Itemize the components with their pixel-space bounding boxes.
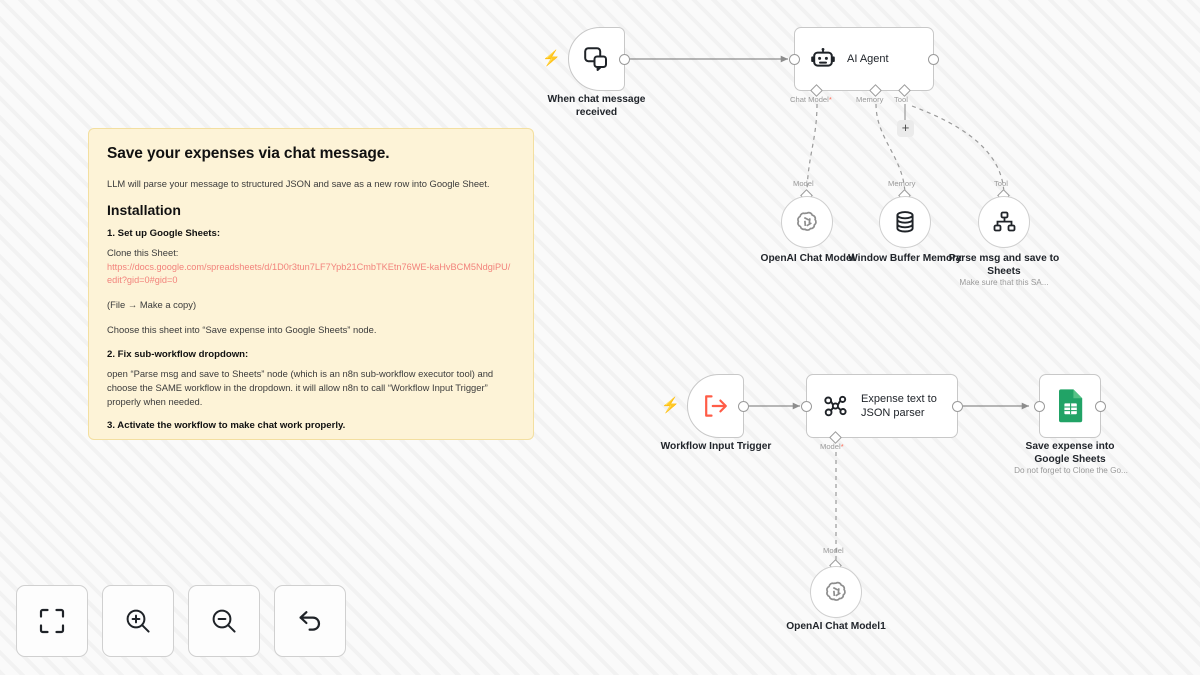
connector-label-tool: Tool <box>894 95 908 104</box>
zoom-out-button[interactable] <box>188 585 260 657</box>
openai-icon <box>824 580 848 604</box>
node-title-expense-text-to-json-parser: Expense text to JSON parser <box>861 392 937 419</box>
reset-zoom-button[interactable] <box>274 585 346 657</box>
node-expense-text-to-json-parser[interactable]: Expense text to JSON parser <box>801 374 963 438</box>
sticky-note-step1-clone: Clone this Sheet: <box>107 247 179 259</box>
node-window-buffer-memory[interactable] <box>879 196 931 248</box>
zoom-out-icon <box>211 608 237 634</box>
openai-icon <box>795 210 819 234</box>
node-when-chat-message-received[interactable] <box>568 27 630 91</box>
node-sublabel-parse-msg-and-save-to-sheets: Make sure that this SA... <box>959 278 1049 287</box>
fit-to-view-icon <box>39 608 65 634</box>
subnode-label-model: Model <box>793 179 814 188</box>
node-workflow-input-trigger[interactable] <box>687 374 749 438</box>
sticky-note-installation-heading: Installation <box>107 202 181 219</box>
chain-nodes-icon <box>823 394 849 418</box>
google-sheets-icon <box>1057 389 1084 423</box>
sticky-note-step1-copy: (File → Make a copy) <box>107 299 197 311</box>
node-label-parse-msg-and-save-to-sheets: Parse msg and save to Sheets <box>948 253 1060 278</box>
zoom-in-button[interactable] <box>102 585 174 657</box>
canvas-toolbar[interactable] <box>16 585 346 657</box>
zoom-in-icon <box>125 608 151 634</box>
bracket-arrow-icon <box>703 394 729 418</box>
sticky-note-step2-heading: 2. Fix sub-workflow dropdown: <box>107 348 249 360</box>
subnode-label-memory: Memory <box>888 179 916 188</box>
node-label-workflow-input-trigger: Workflow Input Trigger <box>660 441 772 452</box>
node-openai-chat-model1[interactable] <box>810 566 862 618</box>
sticky-note-step1-choose: Choose this sheet into “Save expense int… <box>107 324 377 336</box>
connector-label-parser-model: Model* <box>820 442 844 451</box>
database-icon <box>894 210 916 234</box>
output-port[interactable] <box>619 54 630 65</box>
input-port[interactable] <box>801 401 812 412</box>
sticky-note-title: Save your expenses via chat message. <box>107 145 390 162</box>
node-label-when-chat-message-received: When chat message received <box>547 94 646 119</box>
input-port[interactable] <box>789 54 800 65</box>
node-label-openai-chat-model1: OpenAI Chat Model1 <box>786 621 886 632</box>
fit-to-view-button[interactable] <box>16 585 88 657</box>
output-port[interactable] <box>1095 401 1106 412</box>
sticky-note-intro: LLM will parse your message to structure… <box>107 178 490 189</box>
undo-arrow-icon <box>297 608 323 634</box>
output-port[interactable] <box>738 401 749 412</box>
input-port[interactable] <box>1034 401 1045 412</box>
node-openai-chat-model[interactable] <box>781 196 833 248</box>
connector-label-chat-model: Chat Model* <box>790 95 832 104</box>
output-port[interactable] <box>952 401 963 412</box>
node-title-ai-agent: AI Agent <box>847 52 889 65</box>
trigger-bolt-icon: ⚡ <box>542 50 561 67</box>
workflow-trigger-bolt-icon: ⚡ <box>661 397 680 414</box>
subnode-label-tool: Tool <box>994 179 1008 188</box>
sticky-note-step3-body: Sent message to chat, something like "ca… <box>107 438 515 440</box>
sticky-note[interactable]: Save your expenses via chat message. LLM… <box>88 128 534 440</box>
google-sheet-link[interactable]: https://docs.google.com/spreadsheets/d/1… <box>107 262 511 286</box>
sticky-note-step2-body: open “Parse msg and save to Sheets” node… <box>107 367 494 407</box>
node-sublabel-save-expense-into-google-sheets: Do not forget to Clone the Go... <box>1014 466 1128 475</box>
node-label-openai-chat-model: OpenAI Chat Model <box>760 253 855 264</box>
node-label-save-expense-into-google-sheets: Save expense into Google Sheets <box>1025 441 1115 466</box>
robot-icon <box>811 48 835 70</box>
node-label-window-buffer-memory: Window Buffer Memory <box>848 253 962 264</box>
connector-label-memory: Memory <box>856 95 884 104</box>
chat-bubbles-icon <box>583 47 610 71</box>
sitemap-icon <box>993 211 1016 233</box>
sticky-note-step3-heading: 3. Activate the workflow to make chat wo… <box>107 419 346 431</box>
sticky-note-step1-heading: 1. Set up Google Sheets: <box>107 228 221 240</box>
node-parse-msg-and-save-to-sheets[interactable] <box>978 196 1030 248</box>
add-tool-button[interactable]: + <box>897 120 914 137</box>
subnode-label-parser-model: Model <box>823 546 844 555</box>
output-port[interactable] <box>928 54 939 65</box>
node-save-expense-into-google-sheets[interactable] <box>1034 374 1106 438</box>
node-ai-agent[interactable]: AI Agent <box>789 27 939 91</box>
